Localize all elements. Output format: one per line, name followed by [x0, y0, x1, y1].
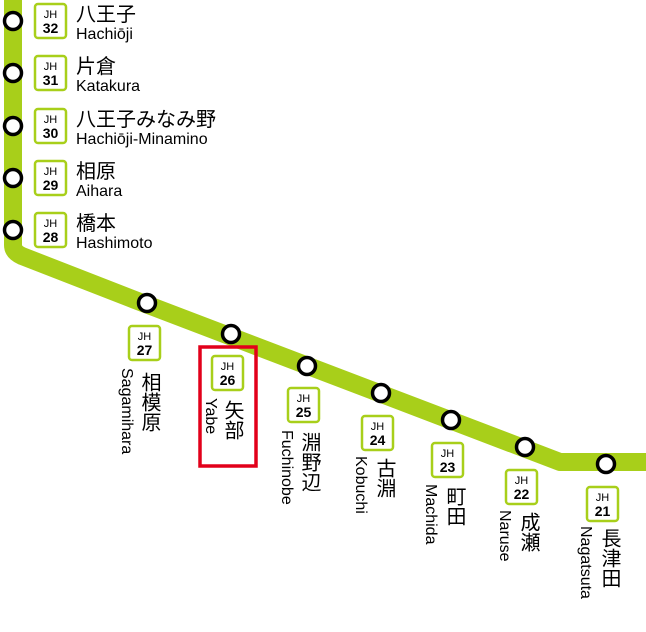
station-yabe[interactable]: JH 26 Yabe 矢部 — [202, 323, 245, 441]
station-kobuchi[interactable]: JH 24 Kobuchi 古淵 — [352, 382, 397, 514]
station-code-number: 28 — [43, 229, 59, 245]
station-code-number: 25 — [296, 404, 312, 420]
station-code-prefix: JH — [371, 421, 385, 433]
station-marker[interactable] — [136, 292, 158, 314]
station-name-en: Fuchinobe — [278, 430, 295, 505]
station-hachioji-minamino[interactable]: JH 30 八王子みなみ野 Hachiōji-Minamino — [2, 107, 217, 148]
station-code-prefix: JH — [44, 61, 58, 73]
station-name-ja: 八王子みなみ野 — [76, 107, 216, 131]
station-code-badge — [33, 211, 68, 249]
station-code-number: 29 — [43, 177, 59, 193]
station-name-en: Hashimoto — [76, 235, 153, 252]
station-code-badge — [360, 414, 395, 452]
station-name-ja: 淵野辺 — [298, 432, 322, 492]
station-code-badge — [33, 107, 68, 145]
station-sagamihara[interactable]: JH 27 Sagamihara 相模原 — [118, 292, 162, 455]
station-name-ja: 古淵 — [373, 458, 397, 498]
station-name-ja: 片倉 — [76, 54, 116, 78]
station-nagatsuta[interactable]: JH 21 Nagatsuta 長津田 — [577, 453, 622, 600]
station-marker[interactable] — [296, 355, 318, 377]
station-marker[interactable] — [2, 62, 24, 84]
station-code-prefix: JH — [221, 361, 235, 373]
station-name-ja: 相模原 — [138, 372, 162, 432]
station-name-en: Sagamihara — [118, 368, 135, 454]
station-code-badge — [33, 159, 68, 197]
station-name-en: Nagatsuta — [577, 526, 594, 599]
station-code-number: 32 — [43, 20, 59, 36]
station-name-en: Hachiōji — [76, 26, 133, 43]
station-name-en: Machida — [422, 484, 439, 545]
station-name-ja: 相原 — [76, 159, 116, 183]
station-code-number: 22 — [514, 486, 530, 502]
station-hachioji[interactable]: JH 32 八王子 Hachiōji — [2, 2, 137, 43]
station-marker[interactable] — [2, 219, 24, 241]
station-code-number: 27 — [137, 342, 153, 358]
station-code-badge — [286, 386, 321, 424]
station-code-badge — [585, 485, 620, 523]
station-code-badge — [33, 54, 68, 92]
station-name-ja: 八王子 — [76, 2, 136, 26]
station-marker[interactable] — [220, 323, 242, 345]
station-code-number: 24 — [370, 432, 386, 448]
station-name-ja: 長津田 — [598, 528, 622, 588]
station-code-badge — [504, 468, 539, 506]
station-code-number: 26 — [220, 372, 236, 388]
station-code-prefix: JH — [44, 218, 58, 230]
station-name-en: Katakura — [76, 78, 140, 95]
station-code-number: 30 — [43, 125, 59, 141]
station-marker[interactable] — [2, 10, 24, 32]
station-code-prefix: JH — [297, 393, 311, 405]
station-code-prefix: JH — [596, 492, 610, 504]
station-code-badge — [210, 354, 245, 392]
station-marker[interactable] — [370, 382, 392, 404]
station-marker[interactable] — [2, 115, 24, 137]
station-code-prefix: JH — [138, 331, 152, 343]
station-code-prefix: JH — [44, 166, 58, 178]
station-marker[interactable] — [2, 167, 24, 189]
station-code-prefix: JH — [44, 9, 58, 21]
station-name-ja: 橋本 — [76, 211, 116, 235]
station-code-prefix: JH — [515, 475, 529, 487]
line-track — [4, 0, 646, 471]
station-marker[interactable] — [514, 436, 536, 458]
station-marker[interactable] — [595, 453, 617, 475]
station-name-en: Kobuchi — [352, 456, 369, 514]
station-name-en: Yabe — [202, 398, 219, 434]
station-name-en: Hachiōji-Minamino — [76, 131, 208, 148]
station-code-number: 21 — [595, 503, 611, 519]
station-code-number: 23 — [440, 459, 456, 475]
station-code-badge — [430, 441, 465, 479]
station-name-en: Naruse — [496, 510, 513, 562]
station-fuchinobe[interactable]: JH 25 Fuchinobe 淵野辺 — [278, 355, 322, 505]
highlight-box — [198, 345, 258, 468]
station-naruse[interactable]: JH 22 Naruse 成瀬 — [496, 436, 541, 562]
station-name-ja: 町田 — [443, 486, 467, 526]
station-code-prefix: JH — [441, 448, 455, 460]
station-code-number: 31 — [43, 72, 59, 88]
station-machida[interactable]: JH 23 Machida 町田 — [422, 409, 467, 545]
station-name-en: Aihara — [76, 183, 122, 200]
station-code-prefix: JH — [44, 114, 58, 126]
station-code-badge — [33, 2, 68, 40]
station-hashimoto[interactable]: JH 28 橋本 Hashimoto — [2, 211, 153, 252]
station-marker[interactable] — [440, 409, 462, 431]
station-aihara[interactable]: JH 29 相原 Aihara — [2, 159, 123, 200]
station-name-ja: 成瀬 — [517, 512, 541, 552]
station-code-badge — [127, 324, 162, 362]
station-name-ja: 矢部 — [221, 400, 245, 440]
station-katakura[interactable]: JH 31 片倉 Katakura — [2, 54, 141, 95]
